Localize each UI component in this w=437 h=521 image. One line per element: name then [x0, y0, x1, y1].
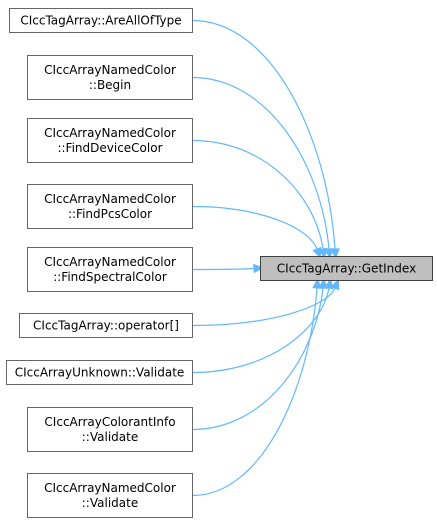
node-areallof-box: [9, 8, 193, 33]
node-areallof-label-0: CIccTagArray::AreAllOfType: [20, 14, 181, 28]
node-getindex-box: [260, 256, 433, 281]
node-findspectralcolor[interactable]: CIccArrayNamedColor::FindSpectralColor: [27, 247, 193, 292]
edge-begin: [192, 76, 330, 250]
edge-operator: [192, 287, 336, 327]
node-finddevicecolor[interactable]: CIccArrayNamedColor::FindDeviceColor: [27, 118, 193, 163]
node-operator[interactable]: CIccTagArray::operator[]: [19, 313, 193, 338]
edge-finddevicecolor: [192, 139, 324, 250]
node-colorantvalidate[interactable]: CIccArrayColorantInfo::Validate: [27, 407, 193, 452]
edge-unknownvalidate: [192, 287, 330, 374]
edge-findspectralcolor: [192, 267, 255, 271]
node-findpcscolor-label-0: CIccArrayNamedColor: [44, 192, 176, 206]
arrowhead-unknownvalidate: [324, 277, 334, 290]
arrowhead-operator: [330, 278, 340, 291]
node-findspectralcolor-label-1: ::FindSpectralColor: [53, 270, 167, 284]
node-colorantvalidate-label-1: ::Validate: [82, 430, 138, 444]
edge-areallof: [192, 19, 336, 250]
edge-findpcscolor: [192, 205, 318, 250]
node-unknownvalidate-box: [6, 360, 193, 385]
arrowhead-colorantvalidate: [318, 277, 328, 290]
node-getindex[interactable]: CIccTagArray::GetIndex: [260, 256, 433, 281]
node-colorantvalidate-box: [27, 407, 193, 452]
arrowhead-namedvalidate: [312, 277, 322, 289]
node-namedvalidate[interactable]: CIccArrayNamedColor::Validate: [27, 473, 193, 518]
edges: [192, 19, 340, 497]
node-operator-label-0: CIccTagArray::operator[]: [33, 319, 179, 333]
node-namedvalidate-label-0: CIccArrayNamedColor: [44, 481, 176, 495]
node-areallof[interactable]: CIccTagArray::AreAllOfType: [9, 8, 193, 33]
node-operator-box: [19, 313, 193, 338]
node-begin-box: [27, 55, 193, 100]
node-findspectralcolor-box: [27, 247, 193, 292]
node-findpcscolor-box: [27, 184, 193, 229]
node-findpcscolor[interactable]: CIccArrayNamedColor::FindPcsColor: [27, 184, 193, 229]
nodes: CIccTagArray::AreAllOfTypeCIccArrayNamed…: [6, 8, 433, 518]
node-namedvalidate-label-1: ::Validate: [82, 496, 138, 510]
node-finddevicecolor-box: [27, 118, 193, 163]
arrowhead-findpcscolor: [312, 246, 322, 259]
node-begin-label-0: CIccArrayNamedColor: [44, 63, 176, 77]
edge-colorantvalidate: [192, 287, 324, 431]
arrowhead-begin: [324, 248, 334, 260]
node-begin[interactable]: CIccArrayNamedColor::Begin: [27, 55, 193, 100]
node-findspectralcolor-label-0: CIccArrayNamedColor: [44, 255, 176, 269]
node-finddevicecolor-label-0: CIccArrayNamedColor: [44, 126, 176, 140]
node-unknownvalidate-label-0: CIccArrayUnknown::Validate: [15, 366, 185, 380]
node-unknownvalidate[interactable]: CIccArrayUnknown::Validate: [6, 360, 193, 385]
node-colorantvalidate-label-0: CIccArrayColorantInfo: [44, 415, 175, 429]
node-begin-label-1: ::Begin: [89, 78, 131, 92]
node-namedvalidate-box: [27, 473, 193, 518]
node-finddevicecolor-label-1: ::FindDeviceColor: [57, 141, 162, 155]
node-findpcscolor-label-1: ::FindPcsColor: [68, 207, 152, 221]
arrowhead-findspectralcolor: [253, 263, 265, 274]
node-getindex-label-0: CIccTagArray::GetIndex: [277, 262, 416, 276]
arrowhead-areallof: [330, 248, 340, 260]
edge-namedvalidate: [192, 287, 318, 497]
